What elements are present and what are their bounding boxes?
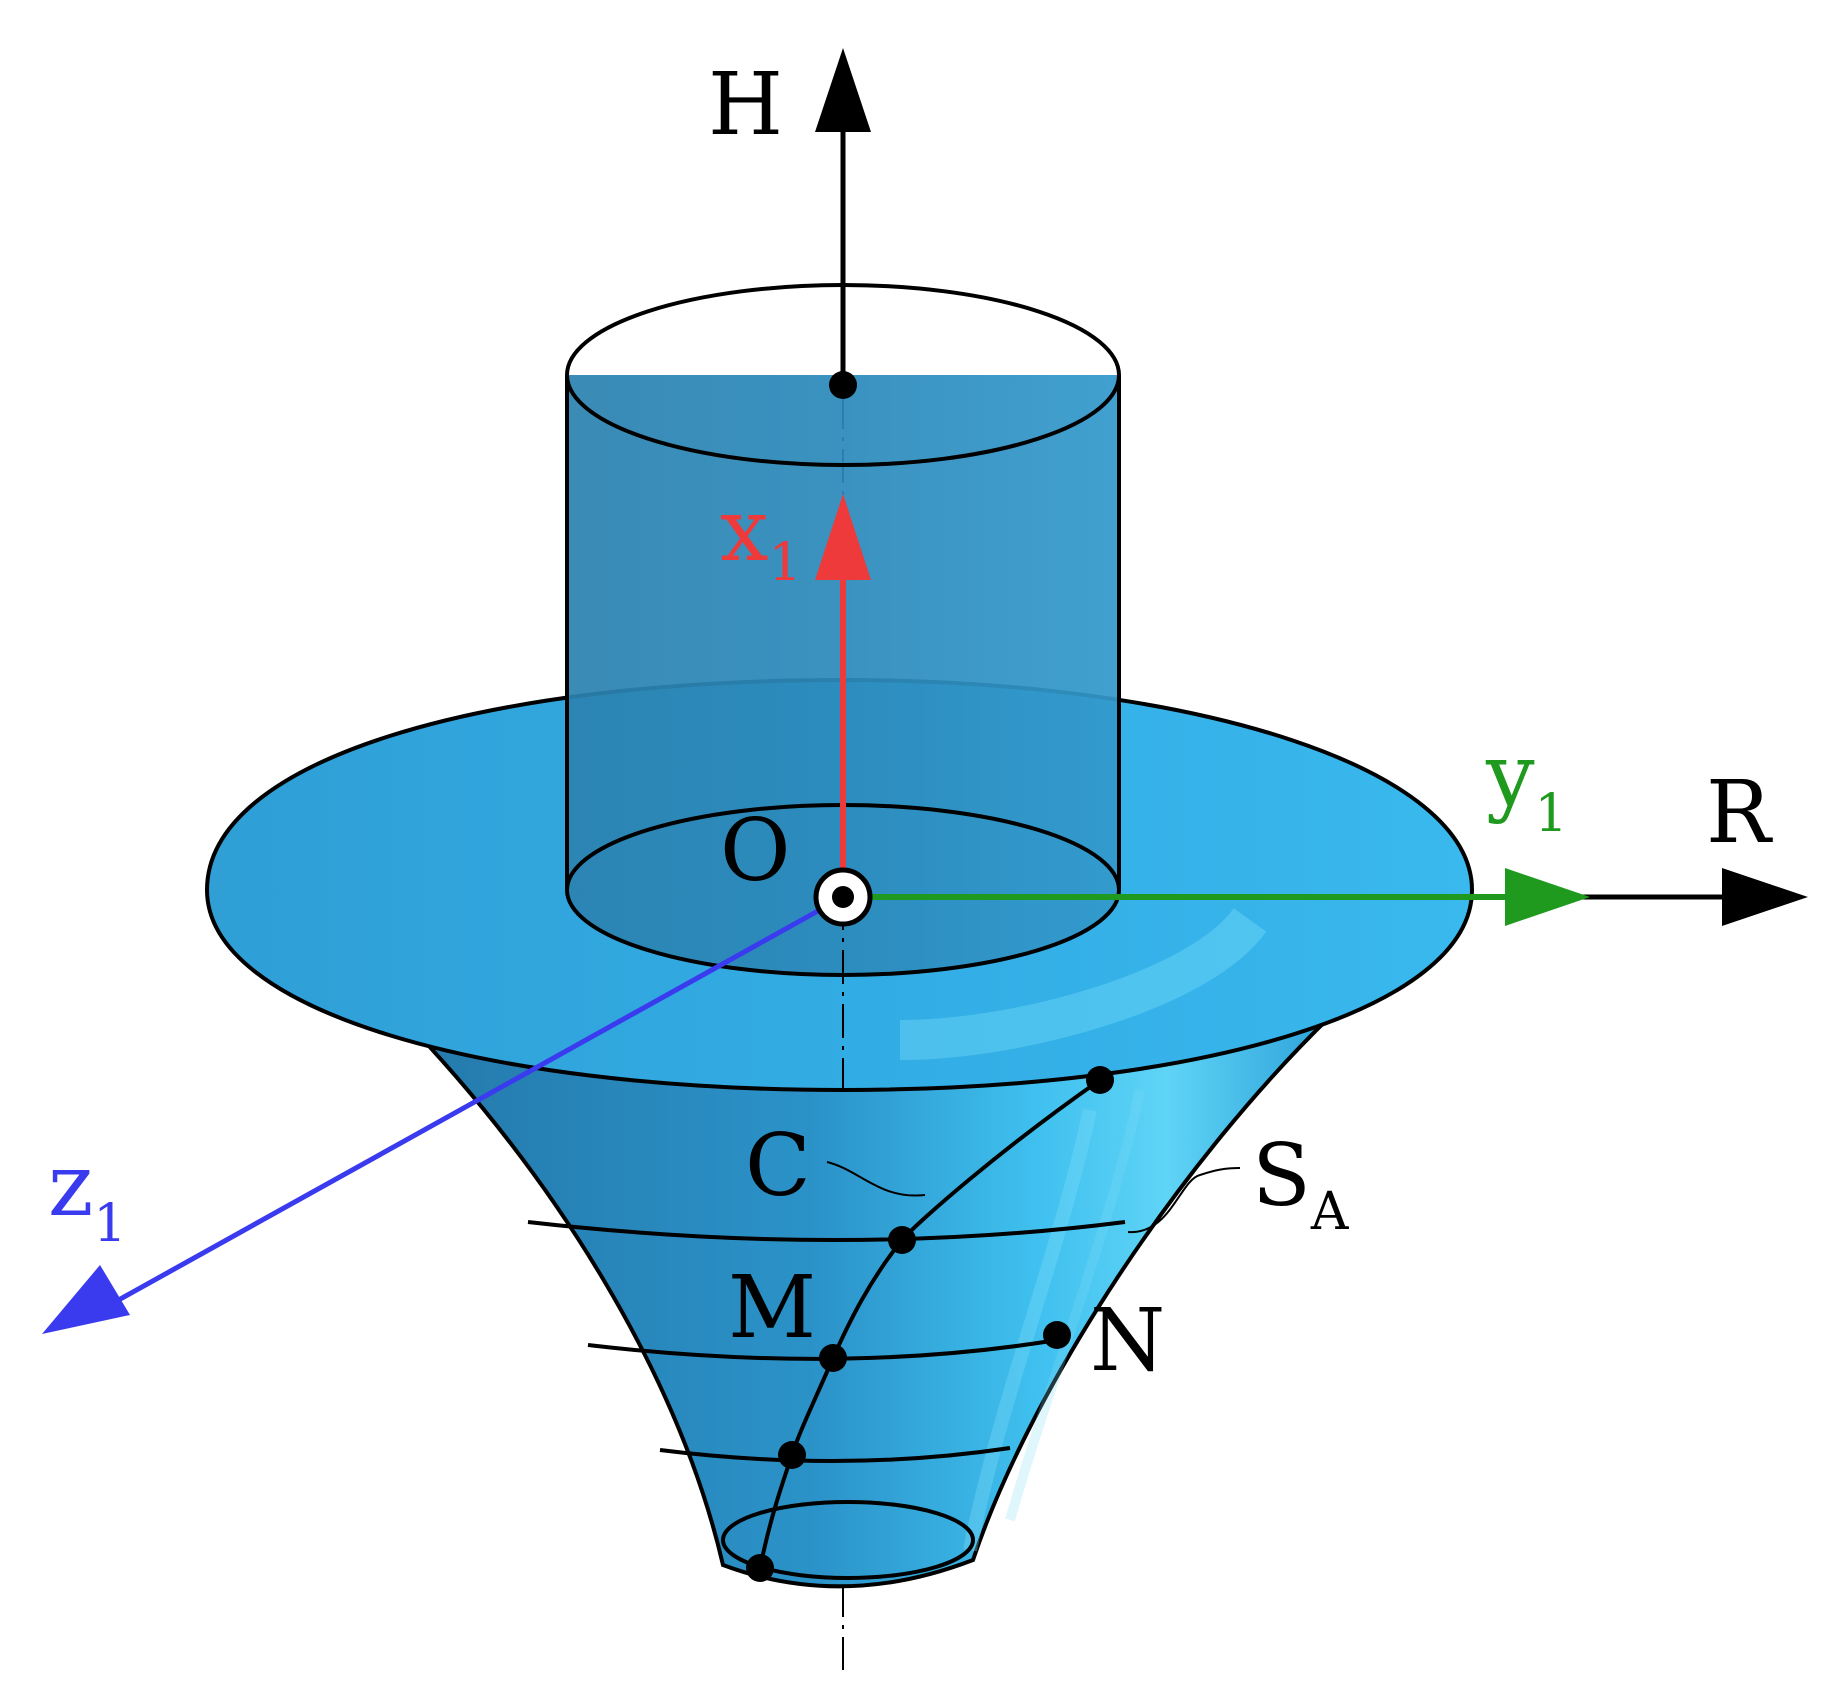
arrowhead-icon [1722, 868, 1808, 926]
leader-line-SA [1127, 1167, 1241, 1234]
label-H: H [708, 55, 783, 155]
curve-point [888, 1226, 916, 1254]
label-x1: x1 [720, 481, 802, 593]
curve-point [778, 1441, 806, 1469]
label-C: C [745, 1116, 811, 1216]
curve-point [746, 1554, 774, 1582]
label-M: M [728, 1258, 816, 1358]
leader-line-C [826, 1161, 926, 1197]
label-O: O [720, 801, 791, 901]
surface-highlight [963, 1108, 1097, 1552]
latitude-curve-3 [659, 1446, 1011, 1464]
origin-marker-icon [813, 867, 873, 927]
disk-highlight [899, 907, 1267, 1060]
latitude-curve-1 [527, 1220, 1126, 1242]
label-y1: y1 [1485, 726, 1568, 844]
arrowhead-icon [815, 494, 871, 580]
bottom-ellipse [721, 1500, 975, 1580]
cylinder-top-center-point [829, 371, 857, 399]
funnel-surface [390, 1008, 1342, 1589]
point-M [819, 1344, 847, 1372]
label-SA: SA [1252, 1126, 1350, 1242]
point-N [1043, 1321, 1071, 1349]
meridian-curve [758, 1078, 1102, 1569]
label-z1: z1 [48, 1136, 126, 1254]
curve-point [1086, 1066, 1114, 1094]
arrowhead-icon [42, 1265, 130, 1334]
label-R: R [1706, 763, 1773, 863]
label-N: N [1090, 1291, 1165, 1391]
arrowhead-icon [1505, 868, 1590, 926]
z1-axis-line [113, 894, 845, 1305]
surface-highlight [1005, 1088, 1145, 1522]
arrowhead-icon [815, 48, 871, 132]
